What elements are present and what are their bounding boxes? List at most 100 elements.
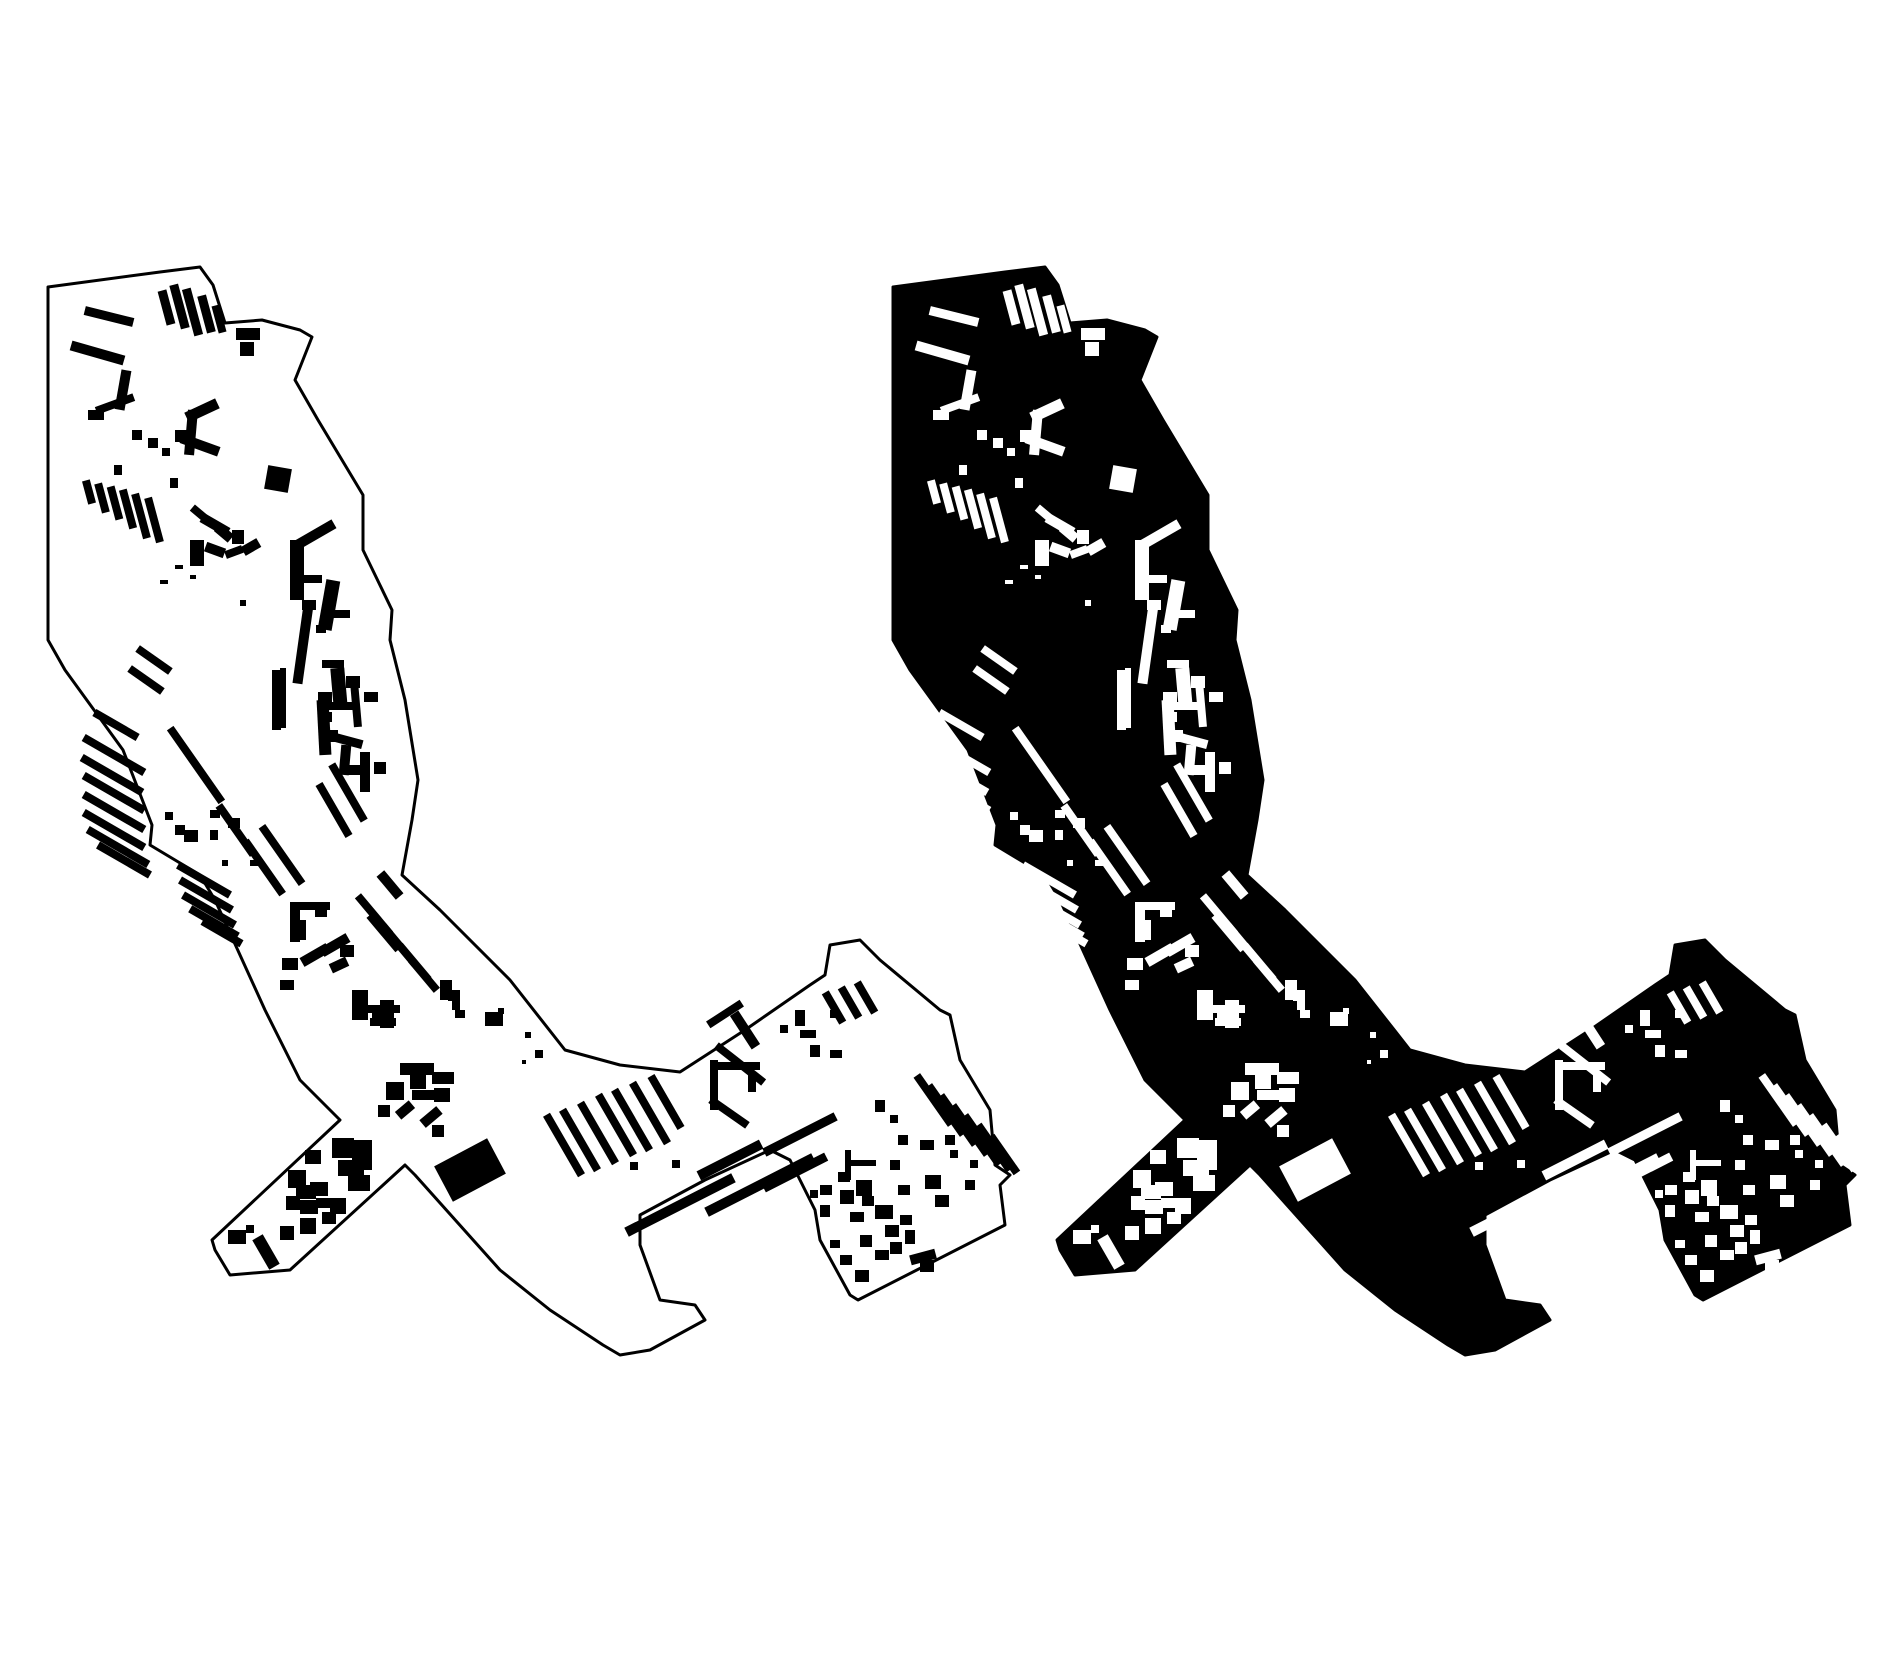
building-footprint [1223, 1105, 1235, 1117]
building-footprint [394, 1100, 416, 1120]
building-footprint [959, 465, 967, 475]
building-footprint [282, 958, 298, 970]
building-footprint [1081, 328, 1105, 340]
building-footprint [288, 1170, 306, 1188]
building-footprint [1175, 1198, 1191, 1214]
building-footprint [94, 482, 110, 514]
building-footprint [729, 1010, 761, 1050]
building-footprint [1055, 810, 1065, 818]
building-footprint [939, 393, 981, 415]
building-footprint [1253, 957, 1285, 993]
building-footprint [939, 482, 955, 514]
building-footprint [1219, 762, 1231, 774]
building-footprint [264, 465, 292, 493]
building-footprint [1440, 1092, 1482, 1158]
building-footprint [1625, 1025, 1633, 1033]
building-footprint [1183, 744, 1197, 776]
building-footprint [374, 762, 386, 774]
building-footprint [322, 1212, 336, 1224]
building-footprint [987, 1133, 1021, 1176]
building-footprint [1145, 575, 1167, 583]
building-footprint [228, 1230, 246, 1244]
building-footprint [840, 1255, 852, 1265]
building-footprint [360, 752, 370, 792]
building-footprint [522, 1060, 526, 1064]
building-footprint [184, 830, 198, 842]
building-footprint [1014, 283, 1035, 330]
building-footprint [1343, 1008, 1349, 1014]
site-boundary [891, 265, 1857, 1357]
building-footprint [1145, 1218, 1161, 1234]
building-footprint [624, 1173, 736, 1237]
building-footprint [795, 1010, 805, 1026]
building-footprint [850, 1212, 864, 1222]
building-footprint [292, 519, 337, 551]
building-footprint [1073, 1230, 1091, 1244]
building-footprint [890, 1242, 902, 1254]
building-footprint [1160, 782, 1198, 838]
building-footprint [1745, 1215, 1757, 1225]
building-footprint [1173, 762, 1213, 823]
building-footprint [905, 1230, 915, 1244]
building-footprint [1067, 860, 1073, 866]
building-footprint [1701, 1180, 1717, 1196]
building-footprint [299, 943, 331, 967]
building-footprint [81, 791, 147, 833]
building-footprint [1020, 565, 1028, 569]
building-footprint [181, 891, 237, 929]
building-footprint [577, 1100, 619, 1166]
building-footprint [452, 990, 460, 1010]
building-footprint [1144, 943, 1176, 967]
building-footprint [1655, 1190, 1663, 1198]
building-footprint [1007, 448, 1015, 456]
building-footprint [672, 1160, 680, 1168]
building-footprint [1607, 1112, 1683, 1157]
building-footprint [246, 1225, 254, 1233]
building-footprint [1705, 1235, 1717, 1247]
building-footprint [950, 1150, 958, 1158]
building-footprint [114, 465, 122, 475]
building-footprint [1183, 1160, 1209, 1176]
building-footprint [914, 340, 971, 366]
building-footprint [340, 945, 354, 957]
building-footprint [1404, 1107, 1446, 1173]
building-footprint [559, 1107, 601, 1173]
building-footprint [1690, 1150, 1696, 1180]
building-footprint [780, 1025, 788, 1033]
building-footprint [434, 1088, 450, 1102]
building-footprint [1002, 289, 1021, 326]
building-footprint [1091, 1225, 1099, 1233]
building-footprint [1077, 530, 1089, 544]
building-footprint [945, 1135, 955, 1145]
building-footprint [330, 610, 350, 618]
building-footprint [875, 1100, 885, 1112]
building-footprint [1380, 1050, 1388, 1058]
building-footprint [200, 917, 244, 948]
building-footprint [1735, 1115, 1743, 1123]
building-footprint [1073, 818, 1085, 828]
building-footprint [920, 1140, 934, 1150]
building-footprint [1103, 824, 1151, 886]
building-footprint [860, 1235, 872, 1247]
building-footprint [432, 1072, 454, 1084]
building-footprint [1135, 920, 1151, 940]
building-footprint [838, 1172, 850, 1182]
building-footprint [1279, 1138, 1351, 1202]
building-footprint [993, 438, 1003, 448]
building-footprint [1297, 990, 1305, 1010]
building-footprint [1161, 1198, 1179, 1208]
building-footprint [181, 287, 204, 337]
building-footprint [961, 1113, 1003, 1167]
building-footprint [81, 772, 147, 814]
building-footprint [1058, 523, 1080, 543]
building-footprint [1029, 830, 1043, 842]
building-footprint [1217, 1012, 1235, 1018]
building-footprint [197, 294, 216, 334]
building-footprint [1388, 1112, 1430, 1178]
building-footprint [1150, 1150, 1166, 1164]
building-footprint [696, 1139, 764, 1181]
building-footprint [1279, 1088, 1295, 1102]
building-footprint [1020, 825, 1030, 835]
building-footprint [290, 540, 304, 600]
